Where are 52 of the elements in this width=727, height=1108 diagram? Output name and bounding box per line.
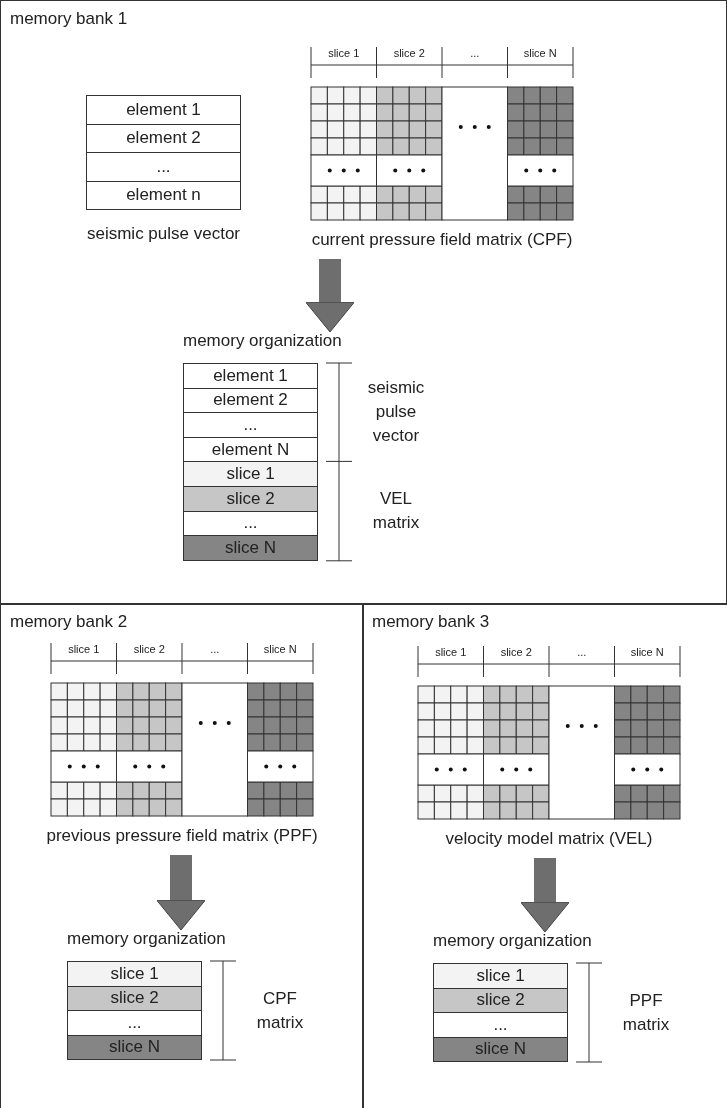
memory-cell: ... <box>183 510 318 537</box>
bracket-label: seismic pulse vector <box>366 377 426 448</box>
memory-cell: element 1 <box>86 95 241 125</box>
bracket-label: CPF matrix <box>255 987 305 1034</box>
panel-title: memory bank 1 <box>10 9 128 29</box>
memory-cell: slice 2 <box>67 985 202 1011</box>
block-arrow <box>156 855 206 931</box>
column-label: ... <box>469 47 481 59</box>
bracket-label: VEL matrix <box>371 488 421 535</box>
matrix-caption: velocity model matrix (VEL) <box>444 829 654 849</box>
memory-bank-panel <box>0 0 727 605</box>
memory-cell: slice 2 <box>183 485 318 512</box>
memory-cell: slice N <box>183 535 318 561</box>
column-label: ... <box>576 646 588 658</box>
memory-cell: element 2 <box>183 387 318 414</box>
panel-title: memory bank 2 <box>10 612 128 632</box>
column-label: slice N <box>629 646 665 658</box>
matrix-caption: previous pressure field matrix (PPF) <box>45 826 319 846</box>
column-label: slice N <box>262 643 298 655</box>
memory-cell: element 1 <box>183 363 318 389</box>
memory-cell: ... <box>433 1012 568 1038</box>
memory-cell: slice 1 <box>433 963 568 989</box>
memory-cell: element 2 <box>86 123 241 153</box>
column-label: slice 1 <box>327 47 361 59</box>
memory-cell: ... <box>67 1010 202 1036</box>
matrix-caption: current pressure field matrix (CPF) <box>310 230 574 250</box>
column-label: slice 2 <box>392 47 426 59</box>
memory-cell: slice 1 <box>183 461 318 487</box>
vector-caption: seismic pulse vector <box>85 224 242 244</box>
memory-bank-panel <box>362 603 727 1108</box>
column-label: slice 2 <box>499 646 533 658</box>
memory-cell: ... <box>183 412 318 438</box>
section-heading: memory organization <box>433 931 592 951</box>
column-label: slice 1 <box>67 643 101 655</box>
block-arrow <box>305 259 355 333</box>
section-heading: memory organization <box>183 331 342 351</box>
memory-cell: ... <box>86 152 241 182</box>
memory-bank-panel <box>0 603 364 1108</box>
block-arrow <box>520 858 570 933</box>
bracket-label: PPF matrix <box>621 989 671 1036</box>
panel-title: memory bank 3 <box>372 612 490 632</box>
memory-cell: slice 1 <box>67 961 202 987</box>
memory-cell: element N <box>183 436 318 463</box>
memory-cell: slice 2 <box>433 987 568 1013</box>
column-label: slice N <box>522 47 558 59</box>
column-label: slice 2 <box>132 643 166 655</box>
memory-cell: element n <box>86 180 241 210</box>
memory-cell: slice N <box>433 1036 568 1062</box>
section-heading: memory organization <box>67 929 226 949</box>
column-label: ... <box>209 643 221 655</box>
memory-cell: slice N <box>67 1034 202 1060</box>
column-label: slice 1 <box>434 646 468 658</box>
